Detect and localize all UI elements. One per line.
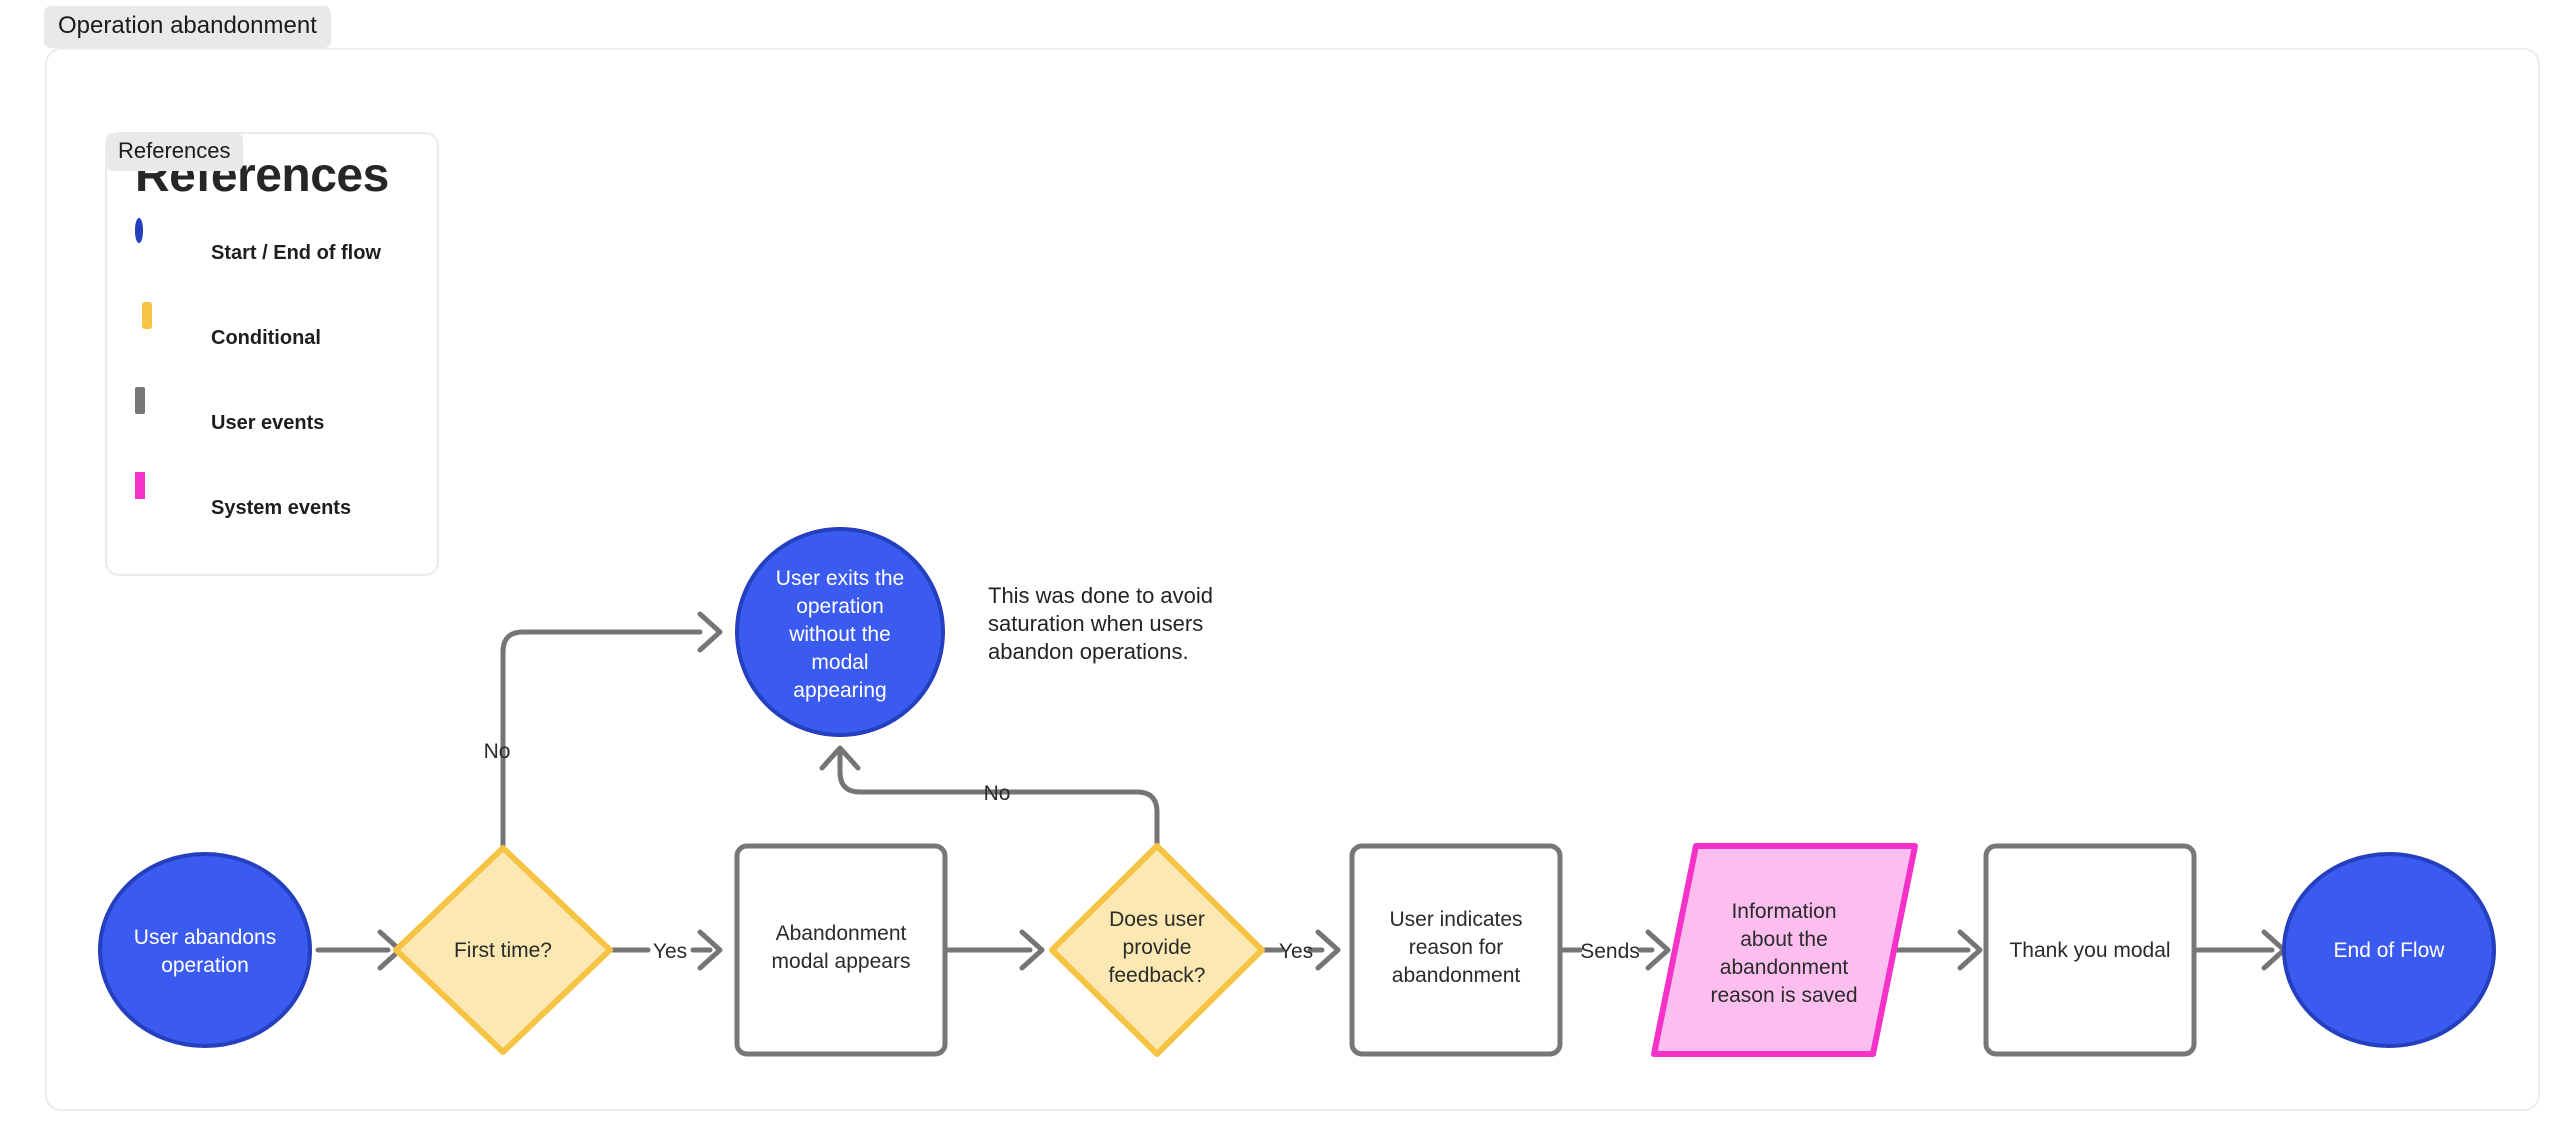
node-label-exit-line-0: User exits the <box>776 567 904 590</box>
node-user-abandons-operation[interactable]: User abandons operation <box>98 852 312 1048</box>
node-label-info-line-3: reason is saved <box>1710 984 1857 1007</box>
node-label-reason-line-0: User indicates <box>1389 908 1522 931</box>
arrowhead-feedback-no <box>819 745 861 771</box>
diamond-icon <box>135 302 197 369</box>
note-line-2: abandon operations. <box>988 639 1189 664</box>
node-label-modal-line-0: Abandonment <box>776 922 907 945</box>
tab-references[interactable]: References <box>106 133 243 171</box>
node-label-line-0: User abandons <box>134 926 276 949</box>
node-label-feedback-line-2: feedback? <box>1109 964 1206 987</box>
node-user-indicates-reason[interactable]: User indicates reason for abandonment <box>1349 843 1563 1057</box>
circle-icon <box>135 218 197 284</box>
note-line-0: This was done to avoid <box>988 583 1213 608</box>
arrowhead-sends <box>1645 929 1671 971</box>
note-line-1: saturation when users <box>988 611 1203 636</box>
node-abandonment-modal[interactable]: Abandonment modal appears <box>734 843 948 1057</box>
node-does-user-provide-feedback[interactable]: Does user provide feedback? <box>1049 843 1265 1057</box>
legend-item-conditional: Conditional <box>135 302 321 369</box>
annotation-note: This was done to avoid saturation when u… <box>988 583 1213 664</box>
node-label-info-line-1: about the <box>1740 928 1828 951</box>
arrowhead-modal-to-feedback <box>1019 929 1045 971</box>
edge-label-feedback-yes: Yes <box>1279 940 1313 963</box>
arrowhead-first-time-yes <box>697 929 723 971</box>
node-label-exit-line-1: operation <box>796 595 884 618</box>
edge-feedback-no <box>837 749 1160 848</box>
legend-label-conditional: Conditional <box>211 326 321 349</box>
node-label-exit-line-2: without the <box>788 623 891 646</box>
node-label-info-line-2: abandonment <box>1720 956 1849 979</box>
legend-label-user-events: User events <box>211 411 325 434</box>
arrowhead-feedback-yes <box>1315 929 1341 971</box>
node-label-exit-line-3: modal <box>811 651 868 674</box>
node-label-feedback-line-0: Does user <box>1109 908 1205 931</box>
node-label-thankyou: Thank you modal <box>2009 939 2170 962</box>
legend-item-user-events: User events <box>135 387 325 454</box>
node-label-end: End of Flow <box>2334 939 2446 962</box>
legend-label-system-events: System events <box>211 496 352 519</box>
node-user-exits-without-modal[interactable]: User exits the operation without the mod… <box>735 527 945 737</box>
node-label-exit-line-4: appearing <box>793 679 886 702</box>
node-information-saved[interactable]: Information about the abandonment reason… <box>1651 843 1918 1057</box>
edge-label-sends: Sends <box>1580 940 1640 963</box>
edge-label-feedback-no: No <box>984 782 1011 805</box>
edge-label-first-time-yes: Yes <box>653 940 687 963</box>
square-icon <box>135 387 197 454</box>
parallelogram-icon <box>135 472 197 539</box>
tab-operation-abandonment[interactable]: Operation abandonment <box>44 6 331 48</box>
legend-item-start-end: Start / End of flow <box>135 218 381 284</box>
node-label-line-1: operation <box>161 954 249 977</box>
node-label-first-time: First time? <box>454 939 552 962</box>
legend-item-system-events: System events <box>135 472 352 539</box>
node-label-modal-line-1: modal appears <box>772 950 911 973</box>
node-label-info-line-0: Information <box>1731 900 1836 923</box>
legend-label-start-end: Start / End of flow <box>211 241 381 264</box>
node-thank-you-modal[interactable]: Thank you modal <box>1983 843 2197 1057</box>
references-panel <box>105 132 439 576</box>
edge-label-first-time-no: No <box>484 740 511 763</box>
arrowhead-info-to-thankyou <box>1957 929 1983 971</box>
node-first-time[interactable]: First time? <box>393 845 613 1055</box>
node-label-reason-line-1: reason for <box>1409 936 1504 959</box>
edge-first-time-no <box>500 629 703 853</box>
node-end-of-flow[interactable]: End of Flow <box>2282 852 2496 1048</box>
node-label-feedback-line-1: provide <box>1123 936 1192 959</box>
arrowhead-first-time-no <box>697 611 723 653</box>
node-label-reason-line-2: abandonment <box>1392 964 1521 987</box>
